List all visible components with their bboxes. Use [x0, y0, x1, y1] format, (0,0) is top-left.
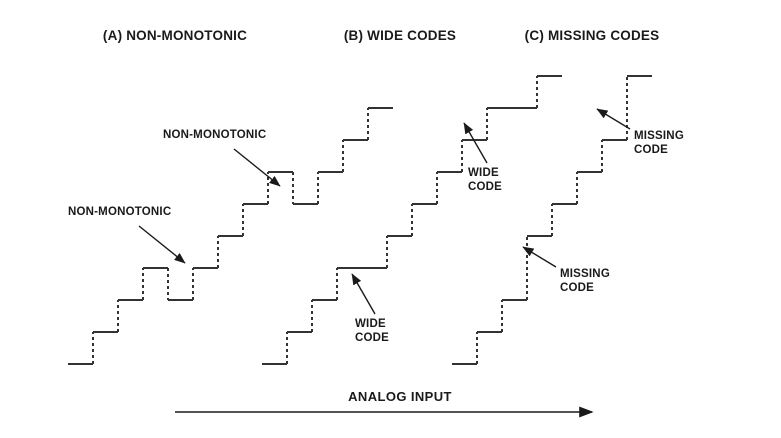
panel-title-c: (C) MISSING CODES	[525, 28, 660, 43]
annotation-arrow	[463, 122, 488, 164]
annotation-annot-a1: NON-MONOTONIC	[68, 206, 186, 264]
staircase-curves	[68, 75, 652, 365]
annotation-annot-a2: NON-MONOTONIC	[163, 129, 281, 187]
panel-titles: (A) NON-MONOTONIC (B) WIDE CODES (C) MIS…	[103, 28, 659, 43]
staircase-panel-a	[68, 107, 393, 365]
analog-input-axis: ANALOG INPUT	[175, 389, 594, 418]
panel-title-b: (B) WIDE CODES	[344, 28, 456, 43]
staircase-panel-b	[262, 75, 562, 365]
annotation-label: NON-MONOTONIC	[68, 206, 171, 218]
annotation-arrow	[351, 273, 376, 315]
annotation-arrow	[596, 108, 631, 130]
annotation-label: NON-MONOTONIC	[163, 129, 266, 141]
annotation-arrow	[233, 148, 281, 187]
annotation-arrow	[522, 246, 557, 268]
axis-label: ANALOG INPUT	[348, 389, 452, 404]
annotation-arrow	[138, 225, 186, 264]
staircase-panel-c	[452, 75, 652, 365]
panel-title-a: (A) NON-MONOTONIC	[103, 28, 247, 43]
